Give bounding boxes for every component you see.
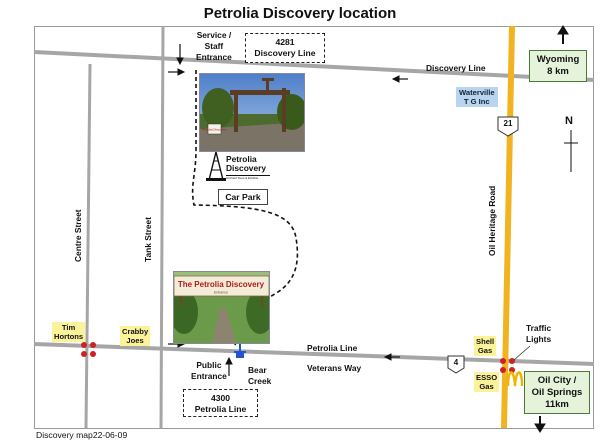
arrowhead-down-service — [176, 57, 184, 66]
highway-21-number: 21 — [503, 119, 513, 128]
highway-4-number: 4 — [453, 358, 459, 367]
map-frame — [34, 26, 594, 429]
destination-oil-city: Oil City / Oil Springs 11km — [524, 371, 590, 414]
service-entrance-line2: Staff — [204, 41, 224, 51]
photo-public-entrance: The Petrolia Discovery Entrance — [173, 271, 270, 344]
crabby-joes-tag: Crabby Joes — [120, 326, 151, 346]
public-entrance-line2: Entrance — [191, 371, 227, 381]
traffic-lights-line1: Traffic — [526, 323, 552, 333]
bear-creek-line1: Bear — [248, 365, 267, 375]
esso-gas-tag: ESSO Gas — [474, 372, 500, 392]
discovery-line-road — [33, 50, 595, 82]
arrowhead-south-oilcity — [534, 423, 546, 433]
public-entrance-line1: Public — [196, 360, 222, 370]
petrolia-discovery-logo: Petrolia Discovery Oil Field Tours & Exh… — [206, 150, 272, 186]
highway-shield-21 — [497, 116, 519, 137]
crabby-joes-line1: Crabby — [122, 327, 149, 336]
discovery-line-label: Discovery Line — [426, 63, 486, 73]
page-title: Petrolia Discovery location — [203, 5, 397, 22]
map-footer-version: Discovery map22-06-09 — [36, 430, 128, 440]
address-discovery-line: 4281 Discovery Line — [245, 33, 325, 63]
traffic-light-highway — [500, 358, 515, 373]
service-entrance-line3: Entrance — [196, 52, 232, 62]
tim-hortons-line1: Tim — [61, 323, 76, 332]
svg-text:Petrolia Discovery: Petrolia Discovery — [202, 128, 227, 132]
shell-line1: Shell — [476, 337, 495, 346]
oil-city-line1: Oil City / — [537, 375, 577, 386]
logo-tagline: Oil Field Tours & Exhibits — [226, 175, 270, 180]
arrowhead-north-wyoming — [557, 25, 569, 35]
wyoming-distance: 8 km — [547, 66, 569, 77]
north-letter: N — [565, 115, 573, 127]
svg-text:The Petrolia Discovery: The Petrolia Discovery — [178, 280, 265, 289]
tim-hortons-tag: Tim Hortons — [52, 322, 86, 342]
crabby-joes-line2: Joes — [126, 336, 144, 345]
address-bottom-number: 4300 — [210, 393, 231, 403]
oil-city-distance: 11km — [545, 399, 569, 410]
address-top-street: Discovery Line — [254, 48, 316, 58]
tank-street-label: Tank Street — [143, 217, 153, 262]
logo-name-line1: Petrolia — [226, 154, 257, 164]
bear-creek-line2: Creek — [248, 376, 272, 386]
service-entrance-line1: Service / — [196, 30, 232, 40]
logo-name: Petrolia Discovery — [226, 155, 266, 173]
highway-shield-4 — [447, 355, 465, 374]
address-bottom-street: Petrolia Line — [194, 404, 247, 414]
public-entrance-label: Public Entrance — [191, 360, 227, 382]
oil-heritage-road-label: Oil Heritage Road — [487, 185, 497, 256]
traffic-lights-line2: Lights — [526, 334, 552, 344]
oil-derrick-icon — [206, 151, 226, 181]
tim-hortons-line2: Hortons — [54, 332, 84, 341]
logo-name-line2: Discovery — [226, 163, 267, 173]
centre-street-road — [84, 63, 92, 429]
direction-arrows — [168, 25, 569, 433]
service-entrance-label: Service / Staff Entrance — [196, 30, 232, 63]
arrowhead-west-discovery — [391, 75, 400, 83]
traffic-lights-label: Traffic Lights — [526, 323, 551, 345]
petrolia-line-label: Petrolia Line — [307, 343, 358, 353]
traffic-light-centre — [81, 342, 96, 357]
address-top-number: 4281 — [275, 37, 295, 47]
esso-line1: ESSO — [476, 373, 498, 382]
route-path — [191, 70, 299, 347]
esso-line2: Gas — [479, 382, 494, 391]
arrowhead-west-petrolia — [383, 353, 392, 361]
wyoming-name: Wyoming — [536, 54, 580, 65]
centre-street-label: Centre Street — [73, 209, 83, 262]
tank-street-road — [159, 25, 165, 429]
arrowhead-east-top-left — [177, 68, 186, 76]
waterville-line2: T G Inc — [463, 97, 490, 106]
arrowhead-up-public — [225, 356, 233, 365]
waterville-tag: Waterville T G Inc — [456, 87, 498, 107]
shell-gas-tag: Shell Gas — [474, 336, 497, 356]
veterans-way-label: Veterans Way — [307, 363, 362, 373]
north-indicator — [564, 130, 578, 172]
car-park-label: Car Park — [218, 189, 268, 205]
oil-city-line2: Oil Springs — [531, 387, 583, 398]
mcdonalds-icon — [506, 371, 524, 387]
bear-creek-label: Bear Creek — [248, 365, 271, 387]
waterville-line1: Waterville — [459, 88, 495, 97]
address-petrolia-line: 4300 Petrolia Line — [183, 389, 258, 417]
shell-line2: Gas — [477, 346, 493, 355]
photo-entrance-drawing: The Petrolia Discovery Entrance — [174, 272, 269, 343]
photo-gate-drawing: Petrolia Discovery — [200, 74, 304, 151]
traffic-lights-pointer — [513, 345, 531, 361]
photo-service-gate: Petrolia Discovery — [199, 73, 305, 152]
svg-text:Entrance: Entrance — [214, 291, 228, 295]
destination-wyoming: Wyoming 8 km — [529, 50, 587, 82]
